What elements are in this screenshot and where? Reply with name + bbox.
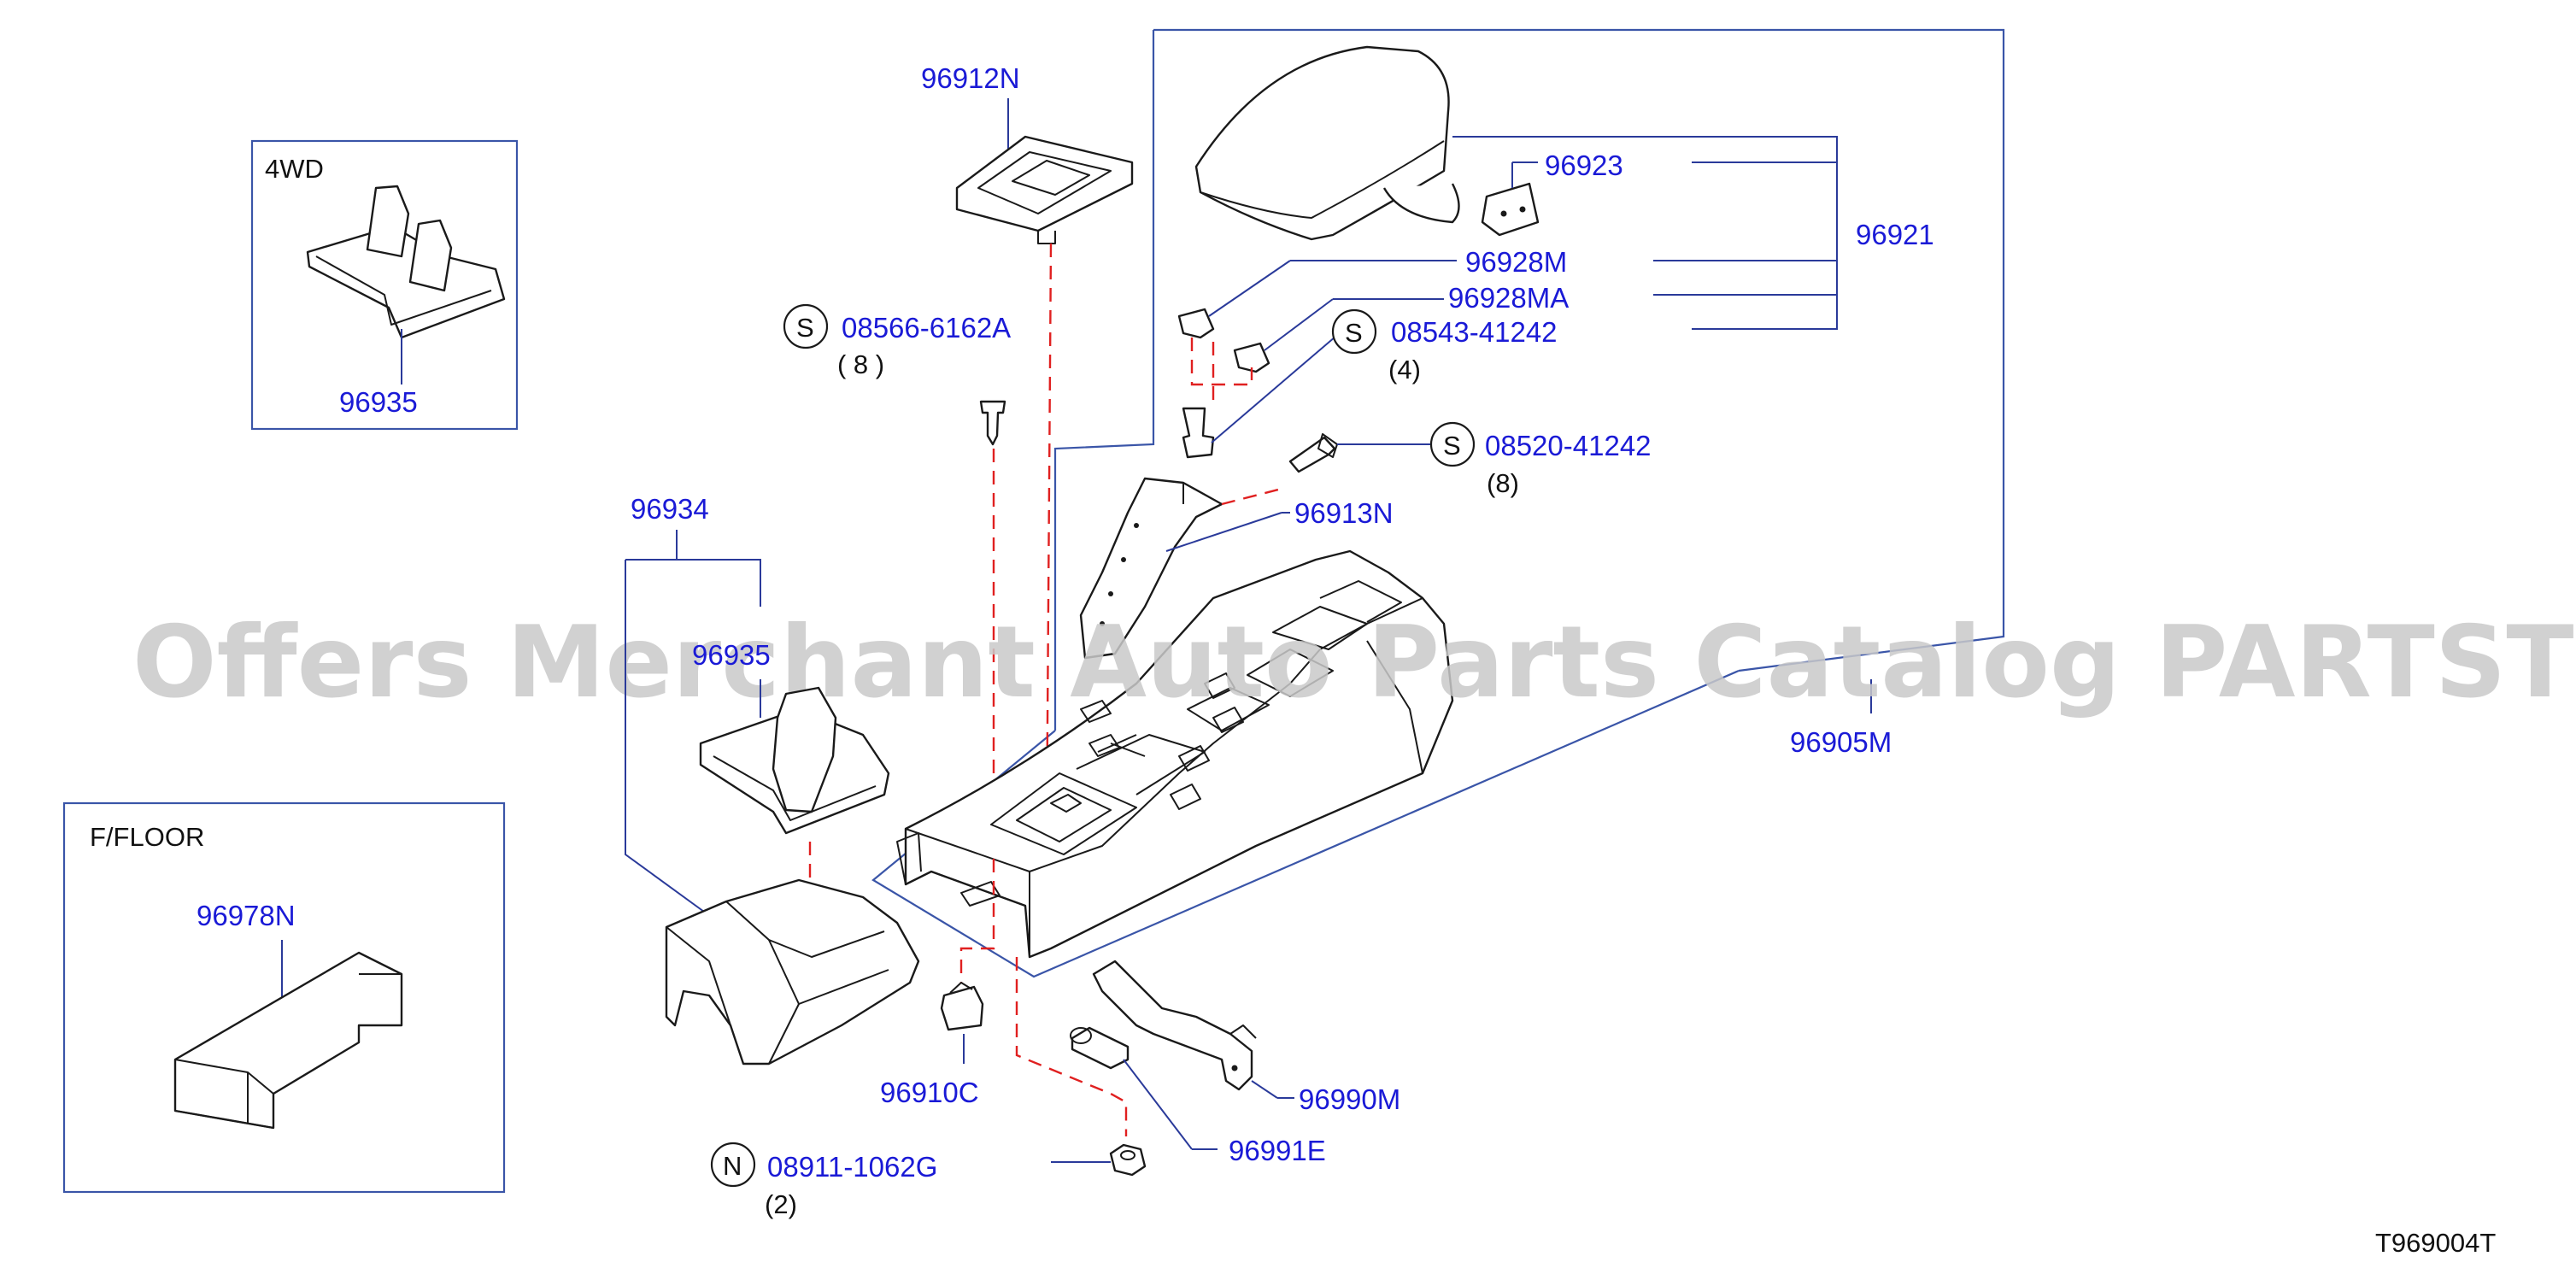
label-96935-4wd: 96935 bbox=[339, 386, 418, 418]
qty-08911-1062G: (2) bbox=[765, 1189, 797, 1219]
shift-boot-96935 bbox=[699, 686, 890, 835]
inset-4wd: 4WD 96935 bbox=[250, 139, 519, 431]
label-96905M: 96905M bbox=[1790, 726, 1892, 758]
qty-08566-6162A: ( 8 ) bbox=[837, 349, 884, 379]
bracket-96990M bbox=[1092, 960, 1257, 1091]
console-body bbox=[896, 549, 1454, 959]
symbol-s-08566-text: S bbox=[796, 313, 814, 343]
inset-f-floor-frame bbox=[62, 801, 506, 1194]
frame-96905M bbox=[1053, 28, 2005, 731]
inset-f-floor-title: F/FLOOR bbox=[90, 822, 204, 852]
label-96923: 96923 bbox=[1545, 150, 1623, 181]
label-96991E: 96991E bbox=[1229, 1135, 1326, 1166]
screw-08566-6162A bbox=[979, 400, 1006, 446]
label-96928M: 96928M bbox=[1465, 246, 1567, 278]
clip-96928MA bbox=[1233, 342, 1270, 373]
label-96928MA: 96928MA bbox=[1448, 282, 1569, 314]
label-96921: 96921 bbox=[1856, 219, 1934, 250]
floor-block-part bbox=[173, 951, 403, 1130]
label-96910C: 96910C bbox=[880, 1077, 979, 1108]
inset-f-floor: F/FLOOR 96978N bbox=[62, 801, 506, 1194]
symbol-n-08911-text: N bbox=[723, 1151, 742, 1181]
symbol-s-08566 bbox=[783, 303, 829, 349]
symbol-s-08520 bbox=[1429, 421, 1476, 467]
screw-08520-41242 bbox=[1288, 433, 1338, 473]
qty-08543-41242: (4) bbox=[1388, 355, 1421, 385]
inset-4wd-title: 4WD bbox=[265, 154, 324, 184]
watermark-text: Offers Merchant Auto Parts Catalog PARTS… bbox=[132, 605, 2576, 720]
inset-4wd-frame bbox=[250, 139, 519, 431]
qty-08520-41242: (8) bbox=[1487, 468, 1519, 498]
label-96912N: 96912N bbox=[921, 62, 1020, 94]
insert-96912N bbox=[955, 135, 1134, 244]
label-96935-main: 96935 bbox=[692, 639, 771, 671]
diagram-code: T969004T bbox=[2375, 1228, 2496, 1258]
label-96978N: 96978N bbox=[197, 900, 296, 931]
label-08911-1062G: 08911-1062G bbox=[767, 1151, 937, 1183]
label-08520-41242: 08520-41242 bbox=[1485, 430, 1652, 461]
symbol-s-08520-text: S bbox=[1443, 431, 1461, 461]
screw-08543-41242 bbox=[1182, 407, 1215, 459]
symbol-n-08911 bbox=[710, 1142, 756, 1188]
nut-08911-1062G bbox=[1109, 1143, 1147, 1177]
clip-96910C bbox=[940, 982, 984, 1031]
label-96934: 96934 bbox=[631, 493, 709, 525]
armrest-lid bbox=[1194, 45, 1540, 241]
clip-96928M bbox=[1177, 308, 1215, 339]
label-08543-41242: 08543-41242 bbox=[1391, 316, 1558, 348]
panel-96913N bbox=[1079, 477, 1223, 660]
symbol-s-08543-text: S bbox=[1345, 318, 1363, 348]
label-08566-6162A: 08566-6162A bbox=[842, 312, 1011, 343]
symbol-s-08543 bbox=[1331, 308, 1377, 355]
console-front-96934 bbox=[665, 878, 920, 1065]
label-96913N: 96913N bbox=[1294, 497, 1394, 529]
spacer-96991E bbox=[1070, 1026, 1130, 1070]
shift-boot-4wd bbox=[306, 185, 506, 339]
label-96990M: 96990M bbox=[1299, 1083, 1400, 1115]
